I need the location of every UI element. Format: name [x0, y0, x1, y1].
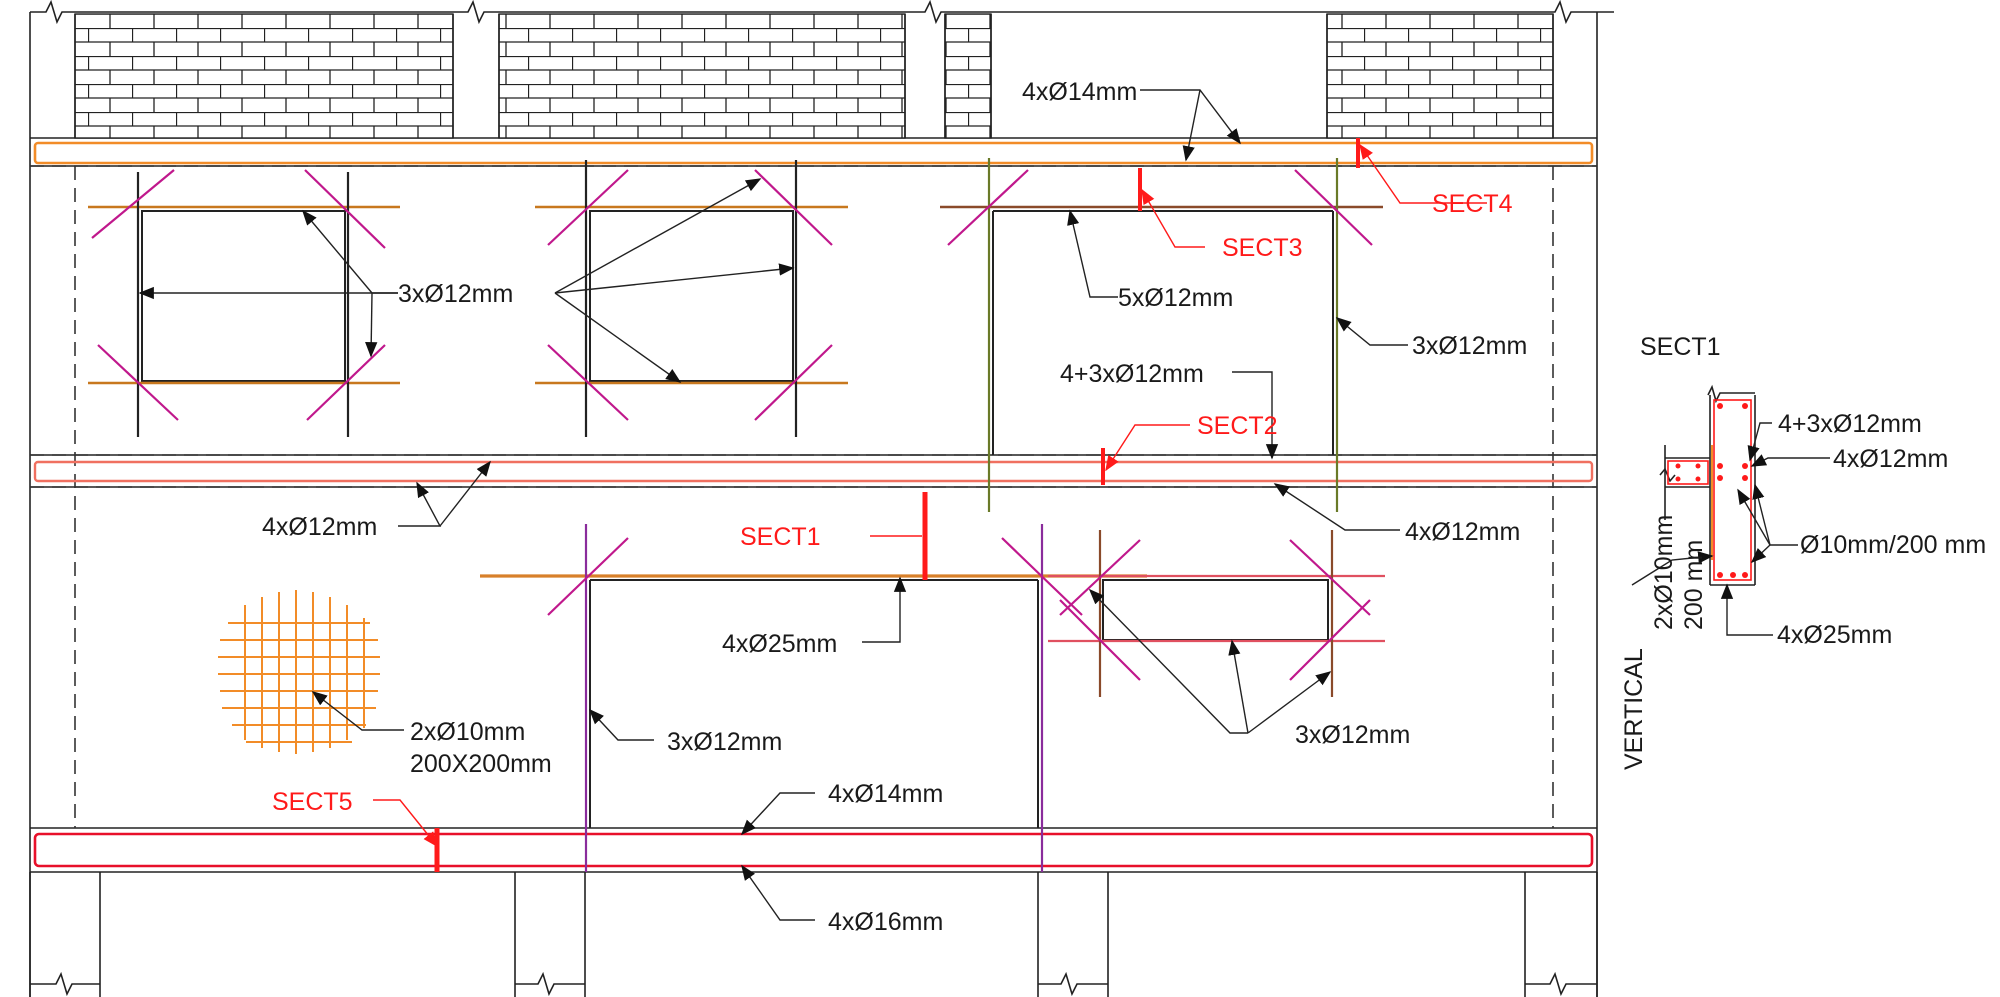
label-bottom-beam-top: 4xØ14mm	[828, 780, 943, 808]
label-sect3: SECT3	[1222, 234, 1303, 262]
section1-detail: SECT1 4+3xØ	[1620, 333, 1986, 770]
label-sect4: SECT4	[1432, 190, 1513, 218]
label-mid-lintel: 4+3xØ12mm	[1060, 360, 1204, 388]
bottom-beam-bar	[33, 832, 1594, 868]
leader-lines	[138, 89, 1408, 921]
label-bottom-beam-bottom: 4xØ16mm	[828, 908, 943, 936]
section-leaders	[373, 143, 1487, 848]
section-markers	[434, 138, 1360, 872]
label-top-beam: 4xØ14mm	[1022, 78, 1137, 106]
label-upper-right-top: 5xØ12mm	[1118, 284, 1233, 312]
brick-parapets	[74, 13, 1554, 139]
label-upper-windows: 3xØ12mm	[398, 280, 513, 308]
detail-title: SECT1	[1640, 333, 1721, 361]
detail-stirrups: Ø10mm/200 mm	[1800, 531, 1986, 559]
detail-vertical-line3: 200 mm	[1680, 540, 1708, 630]
label-sect1: SECT1	[740, 523, 821, 551]
label-mid-beam-right: 4xØ12mm	[1405, 518, 1520, 546]
middle-beam-bar	[33, 460, 1594, 483]
detail-top-bars: 4+3xØ12mm	[1778, 410, 1922, 438]
label-upper-right-side: 3xØ12mm	[1412, 332, 1527, 360]
detail-vertical-line2: 2xØ10mm	[1650, 515, 1678, 630]
wall-outline	[29, 0, 1614, 997]
upper-window-left	[88, 169, 400, 437]
upper-window-middle	[535, 160, 848, 437]
upper-right-opening	[940, 158, 1383, 512]
detail-side-bars: 4xØ12mm	[1833, 445, 1948, 473]
label-sect5: SECT5	[272, 788, 353, 816]
section-labels: SECT1 SECT2 SECT3 SECT4 SECT5	[272, 190, 1513, 816]
label-mid-beam-left: 4xØ12mm	[262, 513, 377, 541]
label-door-side: 3xØ12mm	[667, 728, 782, 756]
label-sect2: SECT2	[1197, 412, 1278, 440]
detail-bottom-bars: 4xØ25mm	[1777, 621, 1892, 649]
top-beam-bar	[33, 141, 1594, 165]
reinforcement-mesh	[218, 590, 380, 754]
lower-right-window	[1048, 530, 1385, 697]
label-door-lintel: 4xØ25mm	[722, 630, 837, 658]
door-opening	[480, 524, 1147, 872]
label-lower-right-window: 3xØ12mm	[1295, 721, 1410, 749]
bar-labels: 4xØ14mm 3xØ12mm 5xØ12mm 3xØ12mm 4+3xØ12m…	[262, 78, 1527, 936]
detail-vertical-line1: VERTICAL	[1620, 648, 1648, 770]
label-mesh: 2xØ10mm	[410, 718, 525, 746]
label-mesh-spacing: 200X200mm	[410, 750, 552, 778]
